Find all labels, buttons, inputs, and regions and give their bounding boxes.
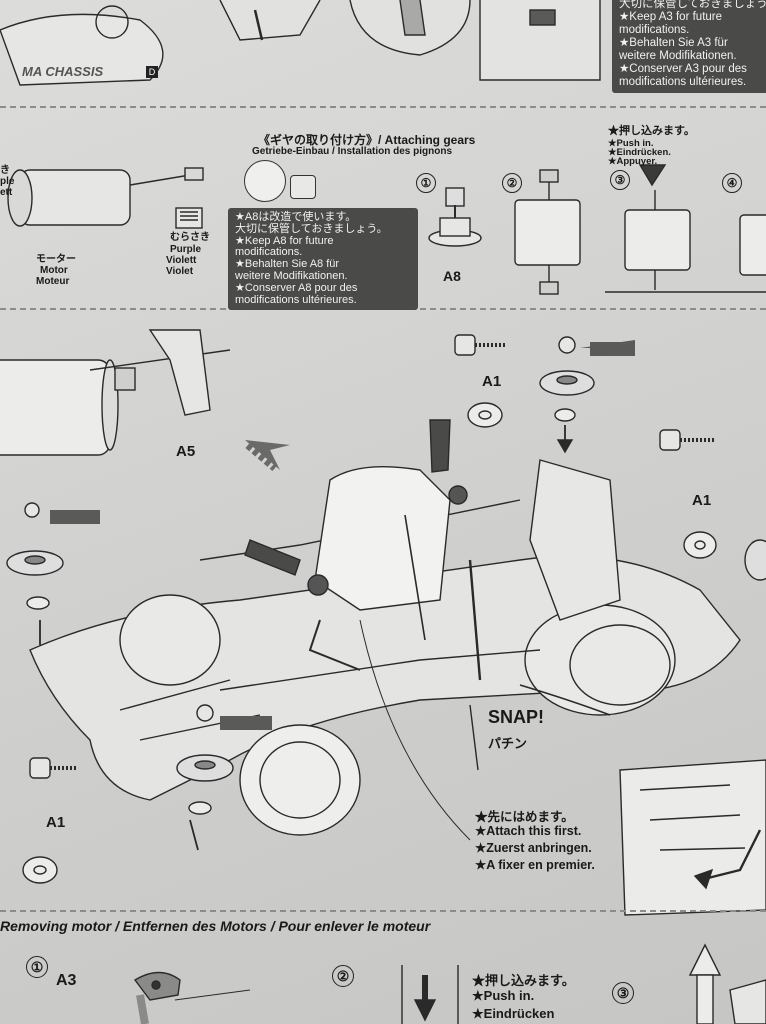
mascot-icon xyxy=(244,160,286,202)
push-in-jp: ★押し込みます。 xyxy=(472,973,575,988)
purple-label-de: Violett xyxy=(166,255,197,266)
side-label: き xyxy=(0,165,10,176)
note-line: 大切に保管しておきましょう。 xyxy=(619,0,766,10)
part-label-a1: A1 xyxy=(482,373,502,390)
part-label-a5: A5 xyxy=(176,443,196,460)
note-line: ★A8は改造で使います。 xyxy=(235,211,357,223)
section-divider-1 xyxy=(0,106,766,108)
note-line: 大切に保管しておきましょう。 xyxy=(235,222,388,235)
push-in-de: ★Eindrücken xyxy=(472,1006,555,1021)
note-line: modifications. xyxy=(235,246,303,259)
note-line: modifications ultérieures. xyxy=(235,293,357,306)
motor-label-jp: モーター xyxy=(36,254,76,265)
gears-subtitle: Getriebe-Einbau / Installation des pigno… xyxy=(252,146,453,157)
keep-a3-note: 大切に保管しておきましょう。 ★Keep A3 for future modif… xyxy=(612,0,766,93)
snap-label: SNAP! xyxy=(488,707,545,727)
push-in-en: ★Push in. xyxy=(608,138,654,149)
step-number: ① xyxy=(26,956,48,978)
attach-first-fr: ★A fixer en premier. xyxy=(475,858,595,872)
part-label-a1: A1 xyxy=(46,814,66,831)
gears-title: 《ギヤの取り付け方》/ Attaching gears xyxy=(258,133,476,147)
push-in-jp: ★押し込みます。 xyxy=(608,125,695,137)
push-in-fr: ★Appuyer. xyxy=(608,156,658,167)
purple-label-en: Purple xyxy=(170,244,202,255)
step-number: ① xyxy=(416,173,436,193)
section-divider-3 xyxy=(0,910,766,912)
attach-first-en: ★Attach this first. xyxy=(475,824,582,838)
note-line: modifications ultérieures. xyxy=(619,76,747,88)
side-label: ple xyxy=(0,176,15,187)
attach-first-de: ★Zuerst anbringen. xyxy=(475,841,592,855)
note-line: ★Keep A8 for future xyxy=(235,234,334,247)
chassis-logo: MA CHASSIS xyxy=(22,64,104,79)
side-label: ett xyxy=(0,187,13,198)
note-line: ★Behalten Sie A8 für xyxy=(235,258,340,271)
logo-badge: D xyxy=(146,66,158,78)
part-label-a8: A8 xyxy=(443,268,461,284)
note-line: ★Behalten Sie A3 für xyxy=(619,37,728,49)
motor-label-en: Motor xyxy=(40,265,68,276)
push-in-en: ★Push in. xyxy=(472,988,535,1003)
push-in-de: ★Eindrücken. xyxy=(608,147,671,158)
removing-motor-title: Removing motor / Entfernen des Motors / … xyxy=(0,918,431,934)
step-number: ④ xyxy=(722,173,742,193)
step-number: ② xyxy=(332,965,354,987)
purple-label-jp: むらさき xyxy=(170,232,210,243)
note-line: ★Keep A3 for future xyxy=(619,11,723,23)
step-number: ③ xyxy=(612,982,634,1004)
thumbs-up-icon xyxy=(290,175,316,199)
purple-label-fr: Violet xyxy=(166,266,194,277)
part-label-a3: A3 xyxy=(56,972,77,989)
keep-a8-note: ★A8は改造で使います。 大切に保管しておきましょう。 ★Keep A8 for… xyxy=(228,208,418,311)
part-label-a1: A1 xyxy=(692,492,712,509)
step-number: ③ xyxy=(610,170,630,190)
step-number: ② xyxy=(502,173,522,193)
note-line: ★Conserver A3 pour des xyxy=(619,63,747,75)
note-line: modifications. xyxy=(619,24,690,36)
note-line: weitere Modifikationen. xyxy=(619,50,737,62)
attach-first-jp: ★先にはめます。 xyxy=(475,810,574,824)
motor-label-fr: Moteur xyxy=(36,276,70,287)
snap-label-jp: パチン xyxy=(488,736,528,751)
note-line: ★Conserver A8 pour des xyxy=(235,281,358,294)
note-line: weitere Modifikationen. xyxy=(235,269,348,282)
